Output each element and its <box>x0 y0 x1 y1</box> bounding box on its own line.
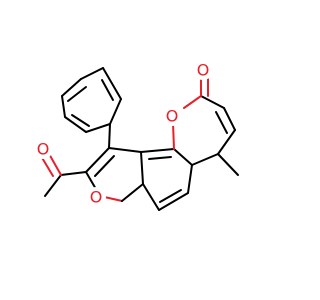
molecule-structure: O O O O <box>33 60 239 211</box>
phenyl-ring <box>61 67 122 133</box>
svg-text:O: O <box>37 140 50 159</box>
atom-acetyl-oxygen: O <box>33 139 53 159</box>
benzene-ring <box>140 148 193 211</box>
svg-text:O: O <box>90 188 103 207</box>
methyl-bond <box>217 153 239 176</box>
svg-text:O: O <box>166 107 179 126</box>
atom-ring-oxygen: O <box>162 106 182 126</box>
atom-furan-oxygen: O <box>86 187 106 207</box>
svg-text:O: O <box>197 61 210 80</box>
pyranone-ring <box>172 95 236 166</box>
phenyl-furan-bond <box>108 123 111 149</box>
atom-carbonyl-oxygen: O <box>193 60 213 80</box>
furan-ring <box>85 147 144 202</box>
